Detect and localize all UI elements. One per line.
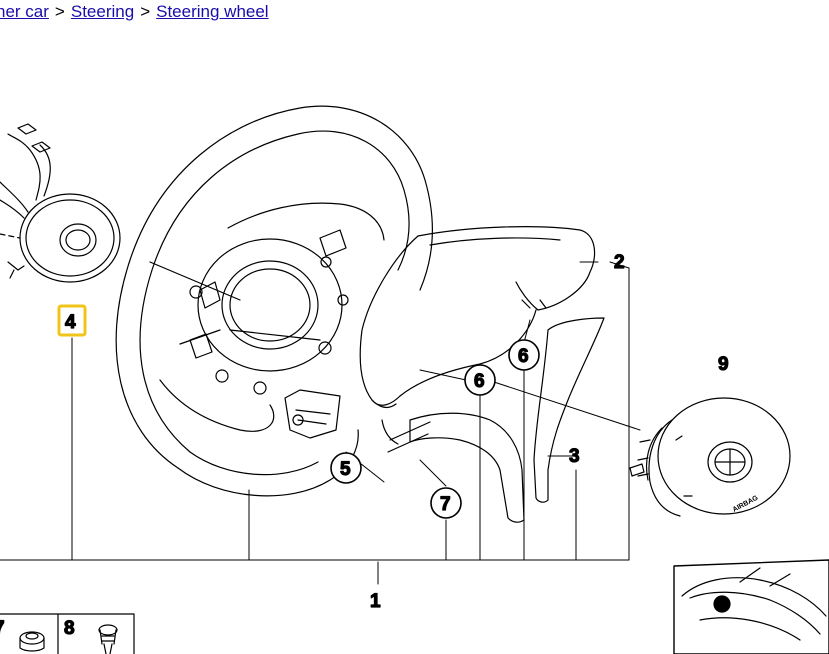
callout-6-lower[interactable]: 6	[464, 364, 496, 396]
callout-7-bottom[interactable]: 7	[0, 617, 5, 639]
car-thumbnail[interactable]	[673, 559, 829, 654]
svg-text:1: 1	[370, 591, 381, 612]
hardware-parts-box	[0, 613, 135, 654]
callout-2[interactable]: 2	[613, 251, 625, 273]
airbag-module-part[interactable]: AIRBAG	[629, 397, 791, 517]
svg-text:6: 6	[518, 346, 529, 367]
callout-4[interactable]: 4	[57, 304, 87, 337]
lower-cover-part[interactable]	[381, 317, 605, 523]
svg-text:8: 8	[64, 618, 75, 639]
svg-text:7: 7	[440, 494, 451, 515]
steering-wheel-part[interactable]	[115, 105, 433, 497]
svg-text:9: 9	[718, 354, 729, 375]
slip-ring-part[interactable]	[0, 123, 121, 283]
svg-text:4: 4	[65, 312, 76, 333]
leader-lines	[0, 261, 641, 585]
svg-text:7: 7	[0, 618, 5, 639]
callout-1[interactable]: 1	[369, 590, 381, 612]
callout-3[interactable]: 3	[568, 445, 580, 467]
svg-text:2: 2	[614, 252, 625, 273]
breadcrumb-separator: >	[54, 2, 65, 21]
trim-cover-part[interactable]	[359, 226, 596, 409]
svg-text:6: 6	[474, 371, 485, 392]
breadcrumb-link-car[interactable]: her car	[0, 2, 49, 21]
breadcrumb: her car > Steering > Steering wheel	[0, 2, 269, 22]
breadcrumb-link-steering-wheel[interactable]: Steering wheel	[156, 2, 269, 21]
svg-text:5: 5	[340, 459, 351, 480]
callout-8[interactable]: 8	[63, 617, 75, 639]
breadcrumb-link-steering[interactable]: Steering	[70, 2, 135, 21]
callout-7[interactable]: 7	[430, 487, 462, 519]
callout-6-upper[interactable]: 6	[508, 339, 540, 371]
svg-text:3: 3	[569, 446, 580, 467]
callout-5[interactable]: 5	[330, 452, 362, 484]
breadcrumb-separator: >	[140, 2, 151, 21]
callout-9[interactable]: 9	[717, 353, 729, 375]
